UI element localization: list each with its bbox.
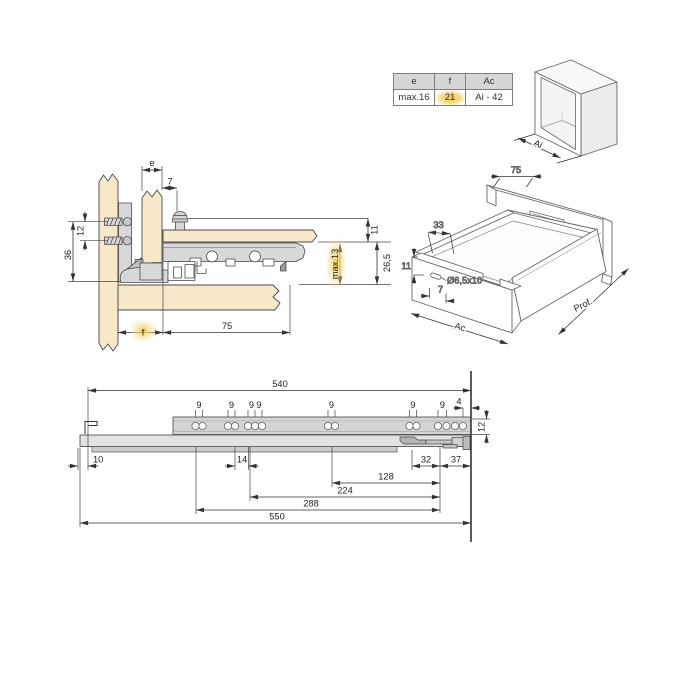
dim-label-33: 33 [433, 220, 443, 230]
dim-33 [427, 230, 455, 255]
wood-panel-lower [117, 284, 281, 311]
slide-mechanism [118, 202, 306, 283]
table-header-f: f [434, 73, 466, 90]
dim-label-hole: Ø6,5x10 [447, 276, 482, 286]
parameter-table: e f Ac max.16 21 Ai - 42 [393, 73, 513, 106]
inner-rail [91, 446, 398, 453]
dim-label-10: 10 [93, 455, 103, 465]
dim-label-14: 14 [237, 455, 247, 465]
table-value-ac: Ai - 42 [465, 89, 513, 106]
dim-label-ai: Ai [532, 138, 544, 151]
dim-label-9: 9 [229, 400, 234, 410]
dim-7 [421, 288, 455, 304]
highlight-f [129, 319, 157, 343]
dim-label-9: 9 [196, 400, 201, 410]
dim-label-75: 75 [511, 165, 521, 175]
highlight-max13 [325, 236, 347, 292]
cabinet-3d-drawing: Ai [513, 59, 618, 164]
dim-label-9: 9 [249, 400, 254, 410]
ai-dimension [513, 133, 582, 164]
cabinet-right-face [580, 81, 618, 157]
table-header-row: e f Ac [393, 73, 513, 90]
table-header-e: e [393, 73, 435, 90]
dim-label-12: 12 [477, 422, 487, 432]
roller [249, 250, 261, 263]
front-bracket [139, 262, 163, 281]
latch-mechanism [399, 436, 471, 450]
dim-label-26-5: 26,5 [382, 254, 392, 272]
table-value-row: max.16 21 Ai - 42 [393, 89, 513, 106]
screw-icon [104, 236, 132, 246]
drawer-front-top-strip [411, 252, 522, 291]
slide-side-view-drawing: 540 9 9 9 9 9 9 9 4 12 10 14 32 37 128 2… [68, 371, 490, 542]
table-header-ac: Ac [465, 73, 513, 90]
dim-label-max13: max.13 [330, 249, 340, 280]
screw-icon [104, 217, 132, 227]
dim-label-11: 11 [370, 225, 380, 235]
drawer-3d-drawing: Ø6,5x10 7 33 11 [401, 165, 629, 345]
dim-label-288: 288 [303, 499, 319, 509]
table-value-f-highlighted: 21 [434, 89, 466, 106]
roller [206, 250, 218, 263]
dim-11 [411, 248, 424, 284]
dim-label-f: f [142, 328, 145, 338]
fixing-knob [172, 211, 188, 231]
dim-label-36: 36 [63, 250, 73, 260]
dim-label-9: 9 [256, 400, 261, 410]
wood-panel-left [98, 173, 119, 352]
dim-label-e: e [149, 158, 154, 168]
dim-75 [491, 174, 542, 189]
dim-label-128: 128 [378, 472, 394, 482]
wood-panel-front [141, 189, 163, 264]
prof-arrow [558, 268, 629, 335]
rail-hook [280, 261, 287, 272]
dim-label-7: 7 [438, 285, 443, 295]
dim-label-11: 11 [401, 261, 411, 271]
dim-label-4: 4 [456, 397, 461, 407]
dim-label-540: 540 [272, 379, 288, 389]
dim-label-32: 32 [421, 455, 431, 465]
dim-label-9: 9 [440, 400, 445, 410]
dim-label-7: 7 [167, 177, 172, 187]
dim-label-12: 12 [76, 226, 86, 236]
extension-lines [77, 387, 490, 527]
cabinet-rail [172, 416, 472, 435]
dim-label-550: 550 [269, 512, 285, 522]
front-hook [84, 421, 98, 434]
dim-label-37: 37 [451, 455, 461, 465]
dim-label-75: 75 [222, 321, 232, 331]
cross-section-drawing: e 7 12 36 11 26,5 max.13 f 75 [63, 158, 392, 352]
dim-label-9: 9 [329, 400, 334, 410]
mounting-slot-hole [430, 272, 442, 280]
bracket-wedge [126, 257, 142, 270]
wood-panel-drawer-bottom [162, 229, 318, 243]
cabinet-opening [540, 77, 576, 150]
dimension-lines [68, 388, 489, 526]
dim-label-ac: Ac [453, 321, 467, 334]
ac-arrow [410, 313, 509, 345]
dim-label-9: 9 [410, 400, 415, 410]
rivet-holes [191, 421, 467, 430]
dim-label-224: 224 [337, 486, 353, 496]
table-value-e: max.16 [393, 89, 435, 106]
